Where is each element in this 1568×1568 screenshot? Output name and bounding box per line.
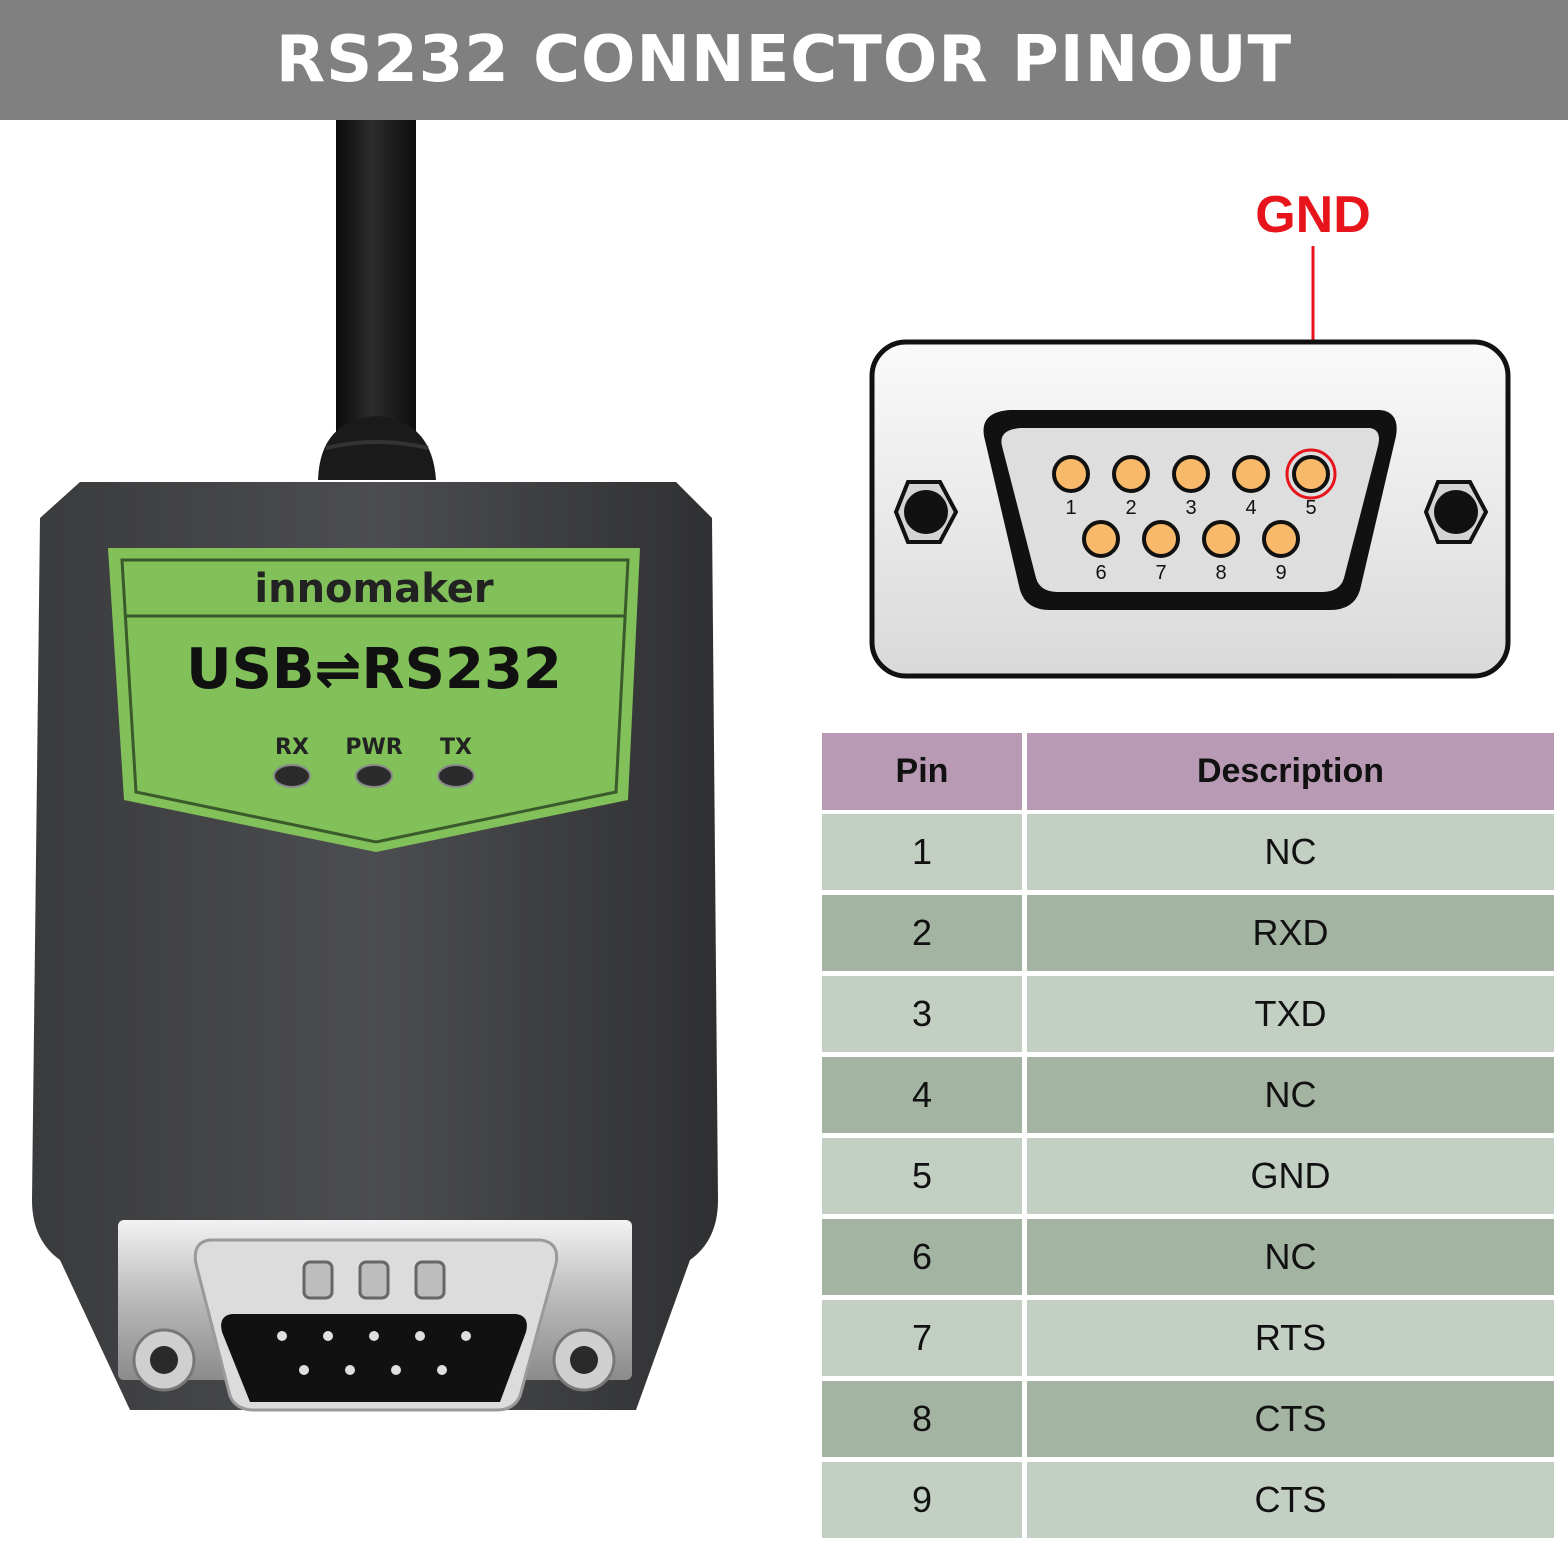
connector-pin-9 [1262, 520, 1300, 558]
db9-pinout-diagram: GND 1 2 3 4 5 6 7 8 9 [869, 186, 1511, 679]
pinout-table: Pin Description 1 NC 2 RXD 3 TXD 4 NC 5 … [822, 733, 1554, 1543]
led-rx [273, 764, 311, 788]
led-tx [437, 764, 475, 788]
title-banner: RS232 CONNECTOR PINOUT [0, 0, 1568, 120]
connector-pin-3 [1172, 455, 1210, 493]
connector-pin-label: 2 [1125, 497, 1136, 519]
header-description: Description [1027, 733, 1554, 814]
pin-number: 8 [822, 1381, 1027, 1462]
led-pwr [355, 764, 393, 788]
plug-pin [461, 1331, 471, 1341]
pin-description: GND [1027, 1138, 1554, 1219]
gnd-callout-label: GND [1255, 186, 1371, 244]
table-row: 8 CTS [822, 1381, 1554, 1462]
plug-pin [415, 1331, 425, 1341]
pin-description: NC [1027, 1057, 1554, 1138]
pin-number: 9 [822, 1462, 1027, 1543]
pin-description: RTS [1027, 1300, 1554, 1381]
pin-description: TXD [1027, 976, 1554, 1057]
plug-pin [369, 1331, 379, 1341]
plug-pin [437, 1365, 447, 1375]
header-pin: Pin [822, 733, 1027, 814]
connector-pin-6 [1082, 520, 1120, 558]
connector-pin-label: 4 [1245, 497, 1256, 519]
mount-nut-right-hole [1434, 490, 1478, 534]
table-header-row: Pin Description [822, 733, 1554, 814]
pin-number: 4 [822, 1057, 1027, 1138]
table-row: 1 NC [822, 814, 1554, 895]
pin-number: 7 [822, 1300, 1027, 1381]
led-label-pwr: PWR [345, 735, 402, 760]
connector-pin-8 [1202, 520, 1240, 558]
mount-hole-right-inner [570, 1346, 598, 1374]
plug-tab-1 [302, 1260, 334, 1300]
plug-tab-3 [414, 1260, 446, 1300]
label-border [120, 558, 630, 844]
gnd-highlight-ring [1285, 448, 1337, 500]
table-row: 6 NC [822, 1219, 1554, 1300]
plug-pin [345, 1365, 355, 1375]
pin-number: 2 [822, 895, 1027, 976]
pin-description: NC [1027, 1219, 1554, 1300]
brand-logo: innomaker [254, 566, 493, 612]
connector-pin-1 [1052, 455, 1090, 493]
table-row: 9 CTS [822, 1462, 1554, 1543]
pin-number: 5 [822, 1138, 1027, 1219]
adapter-illustration: innomaker USB⇌RS232 RX PWR TX [32, 120, 718, 1412]
connector-pin-2 [1112, 455, 1150, 493]
pin-description: CTS [1027, 1381, 1554, 1462]
mount-nut-left-hole [904, 490, 948, 534]
plug-pin [391, 1365, 401, 1375]
connector-pin-4 [1232, 455, 1270, 493]
db9-plug-insert [221, 1314, 527, 1402]
cable-strain-relief [318, 416, 436, 480]
pin-group: 1 2 3 4 5 6 7 8 9 [1052, 448, 1337, 584]
connector-pin-label: 3 [1185, 497, 1196, 519]
mount-hole-left-inner [150, 1346, 178, 1374]
connector-pin-label: 8 [1215, 562, 1226, 584]
table-row: 4 NC [822, 1057, 1554, 1138]
plug-pin [323, 1331, 333, 1341]
pin-description: RXD [1027, 895, 1554, 976]
plug-pin [299, 1365, 309, 1375]
connector-pin-label: 5 [1305, 497, 1316, 519]
connector-pin-label: 6 [1095, 562, 1106, 584]
model-name: USB⇌RS232 [186, 637, 562, 702]
pin-description: NC [1027, 814, 1554, 895]
plug-pins [277, 1331, 471, 1375]
connector-pin-5 [1292, 455, 1330, 493]
led-label-tx: TX [440, 735, 472, 760]
pin-number: 1 [822, 814, 1027, 895]
pin-number: 6 [822, 1219, 1027, 1300]
pin-description: CTS [1027, 1462, 1554, 1543]
usb-cable [336, 120, 416, 440]
connector-pin-label: 7 [1155, 562, 1166, 584]
plug-tab-2 [358, 1260, 390, 1300]
connector-pin-label: 9 [1275, 562, 1286, 584]
table-row: 7 RTS [822, 1300, 1554, 1381]
product-label [108, 548, 640, 852]
plug-pin [277, 1331, 287, 1341]
table-row: 3 TXD [822, 976, 1554, 1057]
table-row: 5 GND [822, 1138, 1554, 1219]
page-title: RS232 CONNECTOR PINOUT [275, 23, 1293, 97]
connector-pin-label: 1 [1065, 497, 1076, 519]
connector-pin-7 [1142, 520, 1180, 558]
pin-number: 3 [822, 976, 1027, 1057]
led-label-rx: RX [275, 735, 309, 760]
table-row: 2 RXD [822, 895, 1554, 976]
strain-relief-ridge [325, 440, 429, 450]
